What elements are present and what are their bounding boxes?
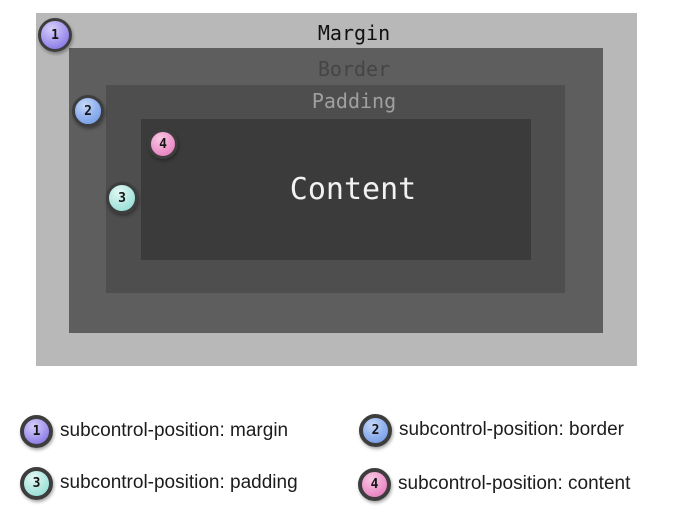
legend-item-border: 2 subcontrol-position: border bbox=[359, 413, 624, 447]
legend-badge-number: 2 bbox=[371, 422, 380, 438]
badge-number: 4 bbox=[159, 136, 167, 152]
badge-number: 2 bbox=[84, 103, 92, 119]
legend-badge-4: 4 bbox=[358, 467, 391, 501]
legend-label-content: subcontrol-position: content bbox=[398, 473, 631, 494]
legend-badge-3: 3 bbox=[20, 466, 53, 500]
legend-item-padding: 3 subcontrol-position: padding bbox=[20, 466, 298, 500]
content-box-label: Content bbox=[289, 172, 417, 207]
badge-border-position: 2 bbox=[72, 95, 104, 127]
legend-item-margin: 1 subcontrol-position: margin bbox=[20, 414, 288, 448]
legend-badge-number: 4 bbox=[370, 476, 379, 492]
badge-margin-position: 1 bbox=[38, 18, 72, 52]
legend-badge-number: 1 bbox=[32, 423, 41, 439]
legend-badge-2: 2 bbox=[359, 413, 392, 447]
legend-label-border: subcontrol-position: border bbox=[399, 419, 624, 440]
badge-content-position: 4 bbox=[148, 129, 178, 159]
badge-number: 3 bbox=[118, 190, 126, 206]
legend-label-margin: subcontrol-position: margin bbox=[60, 420, 289, 441]
border-box-label: Border bbox=[317, 57, 391, 81]
badge-padding-position: 3 bbox=[106, 182, 138, 214]
margin-box bbox=[36, 13, 637, 366]
margin-box-label: Margin bbox=[317, 21, 391, 45]
padding-box-label: Padding bbox=[311, 89, 397, 113]
padding-box bbox=[106, 85, 565, 293]
legend-item-content: 4 subcontrol-position: content bbox=[358, 467, 630, 501]
legend-badge-1: 1 bbox=[20, 414, 53, 448]
legend-label-padding: subcontrol-position: padding bbox=[60, 472, 298, 493]
content-box bbox=[141, 119, 531, 260]
border-box bbox=[69, 48, 603, 333]
legend-badge-number: 3 bbox=[32, 475, 41, 491]
badge-number: 1 bbox=[51, 27, 59, 43]
